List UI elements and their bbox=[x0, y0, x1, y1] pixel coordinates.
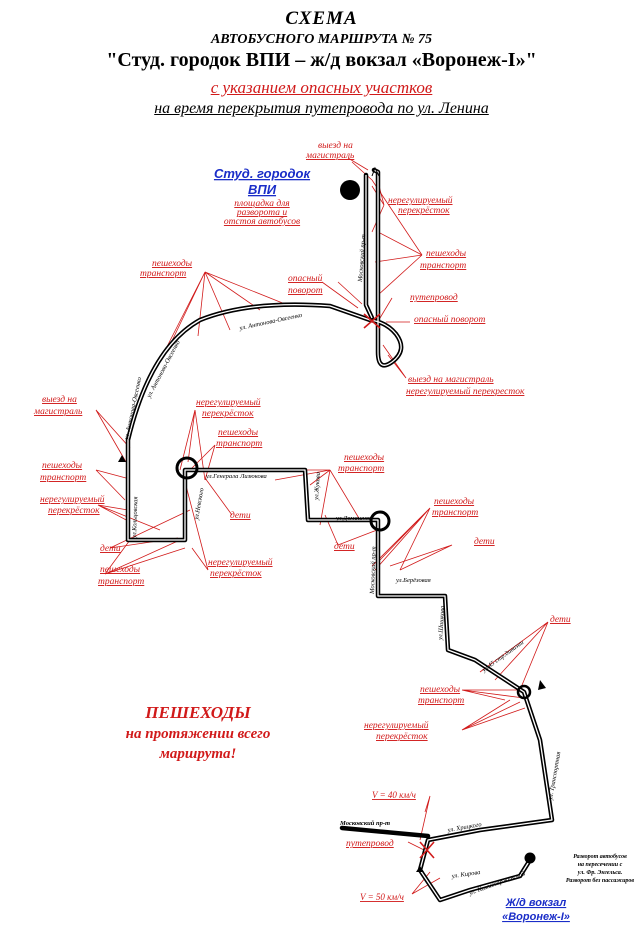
label-ped-8b: транспорт bbox=[418, 696, 464, 706]
start-note-1: площадка для bbox=[234, 198, 289, 209]
start-note-2: разворота и bbox=[236, 208, 288, 218]
label-ped-1a: пешеходы bbox=[426, 248, 467, 259]
pointer-lines bbox=[95, 157, 549, 895]
label-unreg-2a: нерегулируемый bbox=[196, 397, 261, 408]
warning-line-2: на протяжении всего bbox=[126, 726, 271, 742]
label-children-3: дети bbox=[100, 543, 121, 554]
header-subtitle: АВТОБУСНОГО МАРШРУТА № 75 bbox=[210, 32, 433, 47]
end-note-4: Разворот без пассажиров bbox=[566, 877, 635, 884]
label-ped-7a: пешеходы bbox=[100, 564, 141, 575]
label-exit-left-1: выезд на bbox=[42, 394, 77, 405]
label-ped-7b: транспорт bbox=[98, 577, 144, 587]
street-nevskogo: ул.Невского bbox=[193, 487, 206, 522]
arrow-icon bbox=[538, 680, 546, 690]
label-unreg-3a: нерегулируемый bbox=[40, 494, 105, 505]
label-speed-50: V = 50 км/ч bbox=[360, 892, 404, 902]
label-children-2: дети bbox=[334, 541, 355, 552]
overpass-cross-top bbox=[363, 313, 381, 329]
street-beregovaya: ул.Берёзовая bbox=[395, 577, 431, 584]
label-overpass-2: путепровод bbox=[346, 838, 394, 849]
label-exit-main-1: выезд на магистраль bbox=[408, 374, 494, 385]
label-overpass-1: путепровод bbox=[410, 292, 458, 303]
label-ped-5b: транспорт bbox=[338, 464, 384, 474]
arrow-icon bbox=[416, 866, 424, 872]
label-unreg-4b: перекрёсток bbox=[210, 569, 262, 579]
label-ped-4a: пешеходы bbox=[42, 460, 83, 471]
header-danger-note: с указанием опасных участков bbox=[210, 78, 433, 97]
overpass-cross-bottom bbox=[419, 841, 435, 859]
street-moskovsky-mid: Московский пр-т bbox=[369, 546, 378, 595]
end-terminal-name-2: «Воронеж-I» bbox=[502, 911, 570, 923]
warning-line-3: маршрута! bbox=[159, 746, 237, 762]
label-ped-3b: транспорт bbox=[216, 439, 262, 449]
label-ped-8a: пешеходы bbox=[420, 684, 461, 695]
label-exit-main-2: нерегулируемый перекресток bbox=[406, 386, 525, 397]
street-lizyukova: ул.Генерала Лизюкова bbox=[205, 473, 267, 480]
street-zhukova: ул.Жукова bbox=[313, 472, 322, 501]
end-terminal-dot bbox=[524, 852, 536, 864]
street-antonova-3: ул. Антонова-Овсеенко bbox=[123, 376, 143, 442]
label-exit-top-1: выезд на bbox=[318, 140, 353, 151]
label-unreg-5a: нерегулируемый bbox=[364, 720, 429, 731]
label-danger-turn-2: опасный поворот bbox=[414, 314, 485, 325]
end-terminal-name-1: Ж/д вокзал bbox=[505, 897, 567, 909]
label-speed-40: V = 40 км/ч bbox=[372, 790, 416, 800]
label-unreg-1b: перекрёсток bbox=[398, 206, 450, 216]
label-ped-2b: транспорт bbox=[140, 269, 186, 279]
label-unreg-5b: перекрёсток bbox=[376, 732, 428, 742]
street-antonova-2: ул. Антонова-Овсеенко bbox=[145, 339, 182, 400]
bus-route-line bbox=[125, 167, 555, 903]
street-moskovsky-bottom: Московский пр-т bbox=[339, 820, 390, 827]
end-note-1: Разворот автобусов bbox=[573, 853, 627, 860]
ring-nevskogo bbox=[175, 456, 199, 480]
label-children-4: дети bbox=[474, 536, 495, 547]
label-ped-2a: пешеходы bbox=[152, 258, 193, 269]
header-title: СХЕМА bbox=[285, 8, 358, 29]
label-unreg-3b: перекрёсток bbox=[48, 506, 100, 516]
street-koltsovskaya: ул.Кольцовская bbox=[131, 496, 139, 539]
label-exit-left-2: магистраль bbox=[33, 407, 83, 417]
street-shishkova: ул.Шишкова bbox=[437, 606, 446, 642]
start-terminal-name-1: Студ. городок bbox=[214, 166, 312, 181]
intersection-markers bbox=[118, 166, 546, 872]
label-danger-turn-1a: опасный bbox=[288, 273, 323, 284]
warning-line-1: ПЕШЕХОДЫ bbox=[144, 703, 251, 722]
label-ped-6b: транспорт bbox=[432, 508, 478, 518]
label-ped-4b: транспорт bbox=[40, 473, 86, 483]
label-ped-5a: пешеходы bbox=[344, 452, 385, 463]
start-note-3: отстоя автобусов bbox=[224, 216, 300, 227]
start-terminal-dot bbox=[340, 180, 360, 200]
street-dimitrova: ул.45 стр.дивизии bbox=[480, 638, 525, 674]
label-danger-turn-1b: поворот bbox=[288, 286, 323, 296]
street-domashnyaya: ул.Домашняя bbox=[335, 515, 372, 522]
label-ped-1b: транспорт bbox=[420, 261, 466, 271]
end-note-3: ул. Фр. Энгельса. bbox=[577, 870, 623, 876]
label-ped-3a: пешеходы bbox=[218, 427, 259, 438]
street-antonova-1: ул. Антонова-Овсеенко bbox=[238, 312, 304, 332]
label-ped-6a: пешеходы bbox=[434, 496, 475, 507]
end-note-2: на пересечении с bbox=[578, 862, 623, 868]
label-unreg-4a: нерегулируемый bbox=[208, 557, 273, 568]
label-children-1: дети bbox=[230, 510, 251, 521]
street-moskovsky-top: Московский пр-т bbox=[357, 234, 367, 283]
ring-transportnaya bbox=[516, 684, 532, 700]
arrow-icon bbox=[371, 166, 380, 177]
label-unreg-2b: перекрёсток bbox=[202, 409, 254, 419]
street-kirova: ул. Кирова bbox=[450, 869, 481, 880]
arrow-icon bbox=[118, 455, 126, 462]
ring-domashnyaya bbox=[369, 510, 391, 532]
label-exit-top-2: магистраль bbox=[305, 151, 355, 161]
header-route-name: "Студ. городок ВПИ – ж/д вокзал «Воронеж… bbox=[106, 49, 537, 71]
street-transportnaya: ул. Транспортная bbox=[547, 751, 563, 801]
label-unreg-1a: нерегулируемый bbox=[388, 195, 453, 206]
label-children-5: дети bbox=[550, 614, 571, 625]
header-period-note: на время перекрытия путепровода по ул. Л… bbox=[154, 100, 489, 117]
start-terminal-name-2: ВПИ bbox=[248, 182, 277, 197]
